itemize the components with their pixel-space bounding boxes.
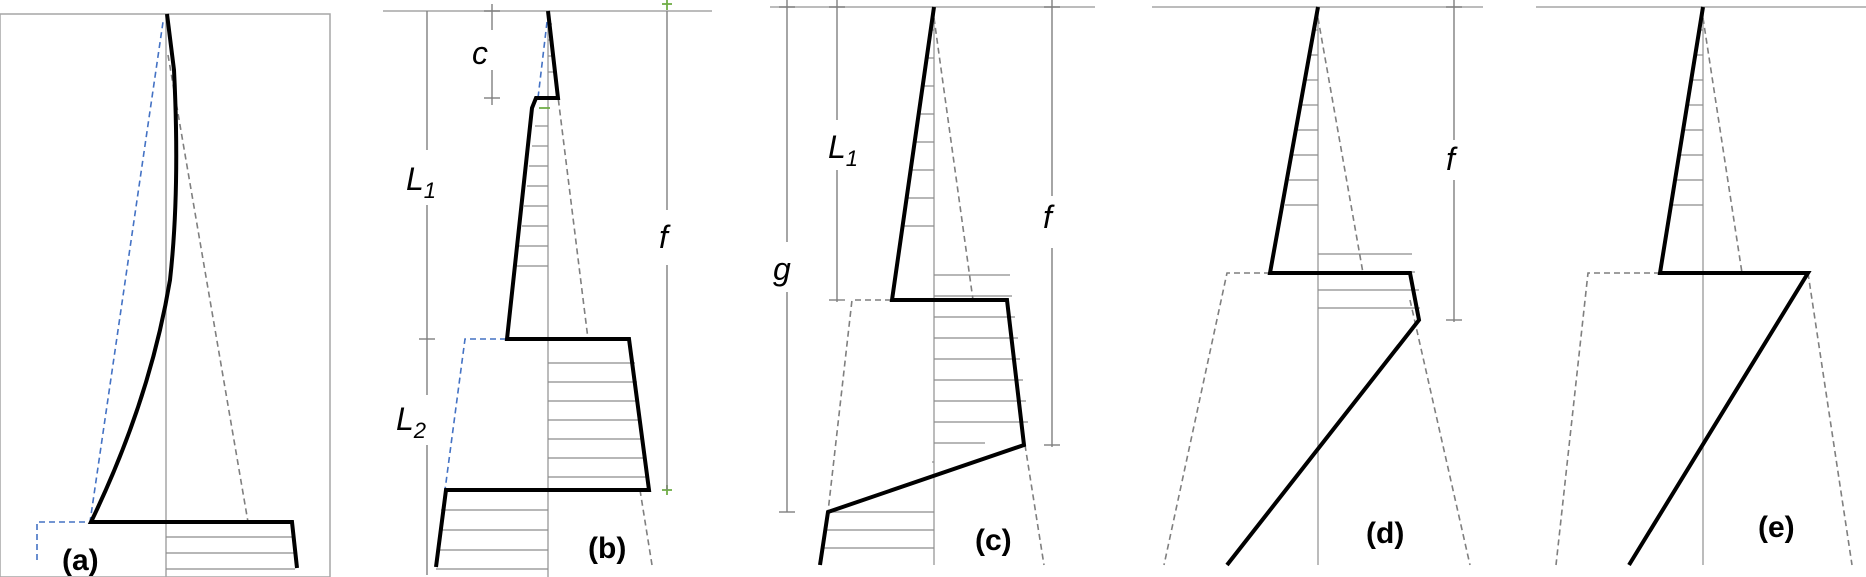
panel-a-hatch	[166, 536, 295, 570]
panel-b-deflection-line-1	[537, 21, 548, 99]
panel-b-label: (b)	[588, 532, 626, 565]
panel-c-hatch	[824, 29, 1028, 549]
panel-c-label: (c)	[975, 524, 1012, 557]
panel-e-reference-line-1	[1702, 17, 1743, 274]
panel-b-dim-f: f	[659, 11, 671, 490]
dim-label-L1: L1	[406, 161, 436, 203]
panel-b-dim-c: c	[472, 4, 500, 105]
panel-b: c L1 L2 f (b)	[383, 0, 712, 577]
panel-e-profile	[1627, 6, 1812, 567]
panel-b-deflection-line-2	[444, 338, 506, 491]
panel-c-dim-f: f	[1043, 0, 1060, 447]
dim-label-L2: L2	[396, 401, 426, 443]
panel-c-dim-L1: L1	[828, 0, 858, 302]
panel-e: (e)	[1536, 6, 1866, 567]
panel-b-hatch	[436, 23, 647, 570]
dim-label-g: g	[773, 251, 791, 287]
dim-label-c-L1: L1	[828, 129, 858, 171]
dim-label-f-d: f	[1446, 141, 1458, 177]
panel-a-profile	[87, 13, 299, 569]
dim-label-f-c: f	[1043, 199, 1055, 235]
panel-e-reference-line-2	[1807, 272, 1853, 566]
panel-c-reference-line-1	[933, 17, 974, 301]
panel-a-reference-line	[167, 54, 249, 523]
panel-b-profile	[434, 10, 652, 568]
panel-b-dim-L: L1 L2	[396, 11, 436, 575]
panel-d: f (d)	[1152, 0, 1483, 567]
dim-label-c: c	[472, 35, 488, 71]
dim-label-f-b: f	[659, 219, 671, 255]
panel-c: g L1 f (c)	[770, 0, 1095, 566]
panel-d-dim-f: f	[1446, 0, 1462, 322]
panel-a-frame	[0, 13, 331, 577]
panel-a-deflection-line	[36, 21, 164, 560]
panel-c-reference-line-2	[1024, 444, 1045, 566]
panel-d-reference-line-2	[1409, 299, 1471, 566]
panel-a-label: (a)	[62, 544, 99, 577]
panel-d-label: (d)	[1366, 517, 1404, 550]
panel-a: (a)	[0, 13, 331, 577]
panel-c-dim-g: g	[773, 0, 795, 513]
panel-b-reference-line-2	[639, 489, 653, 566]
panel-d-reference-line-1	[1317, 17, 1364, 274]
panel-e-label: (e)	[1758, 511, 1795, 544]
panel-e-reference-line-3	[1555, 272, 1660, 566]
panel-d-profile	[1225, 6, 1422, 567]
panel-d-reference-line-3	[1163, 272, 1270, 566]
panel-c-profile	[818, 6, 1027, 566]
panel-c-reference-line-3	[827, 299, 891, 513]
